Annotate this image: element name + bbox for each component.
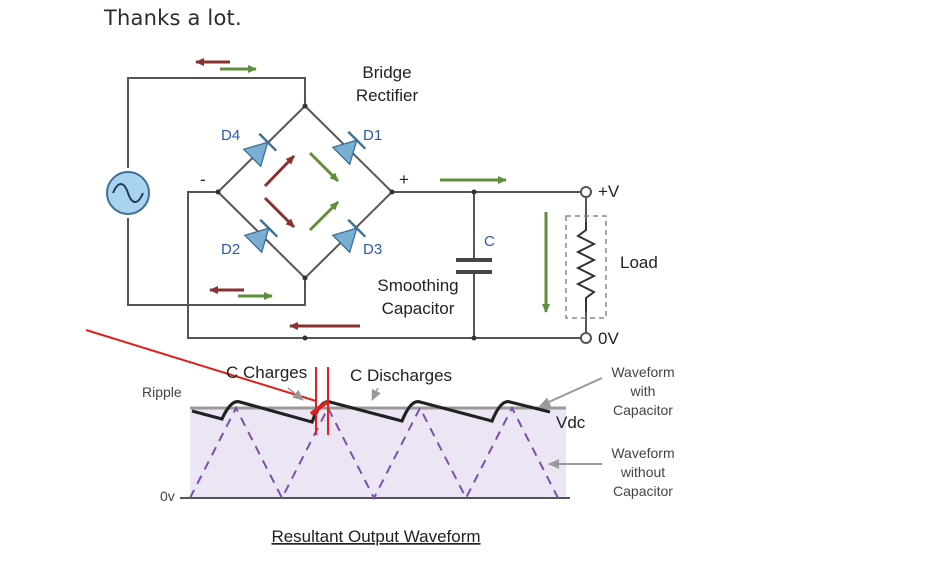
with-cap-line2: with (630, 383, 656, 399)
c-charges-label: C Charges (226, 363, 307, 382)
diode-d2-icon (243, 218, 279, 254)
current-arrows (195, 58, 550, 330)
vdc-label: Vdc (556, 413, 586, 432)
vplus-terminal (580, 186, 592, 198)
diode-d3-icon (331, 218, 367, 254)
vplus-label: +V (598, 182, 620, 201)
minus-label: - (200, 170, 206, 189)
diode-label-d4: D4 (221, 127, 240, 144)
diode-label-d3: D3 (363, 241, 382, 258)
zero-v-label: 0v (160, 488, 175, 504)
smoothing-label-line2: Capacitor (382, 299, 455, 318)
waveform-plot (85, 329, 603, 501)
with-cap-line3: Capacitor (613, 402, 673, 418)
load-label: Load (620, 253, 658, 272)
capacitor-icon (456, 258, 492, 274)
bridge-title-line2: Rectifier (356, 86, 419, 105)
smoothing-label-line1: Smoothing (377, 276, 458, 295)
diode-label-d1: D1 (363, 127, 382, 144)
junction-dots (215, 103, 477, 341)
without-cap-line3: Capacitor (613, 483, 673, 499)
diode-d4-icon (242, 132, 278, 168)
diode-d1-icon (331, 130, 367, 166)
bridge-title-line1: Bridge (362, 63, 411, 82)
diode-label-d2: D2 (221, 241, 240, 258)
ac-source-icon (106, 171, 150, 215)
post-text: Thanks a lot. (104, 6, 242, 30)
circuit-wires (127, 77, 587, 339)
plus-label: + (399, 170, 409, 189)
with-cap-line1: Waveform (611, 364, 674, 380)
load-resistor-icon (565, 215, 607, 319)
zerov-label: 0V (598, 329, 619, 348)
c-discharges-label: C Discharges (350, 366, 452, 385)
waveform-title: Resultant Output Waveform (271, 527, 480, 546)
capacitor-label: C (484, 233, 495, 250)
without-cap-line2: without (620, 464, 665, 480)
ripple-label: Ripple (142, 384, 182, 400)
without-cap-line1: Waveform (611, 445, 674, 461)
zerov-terminal (580, 332, 592, 344)
